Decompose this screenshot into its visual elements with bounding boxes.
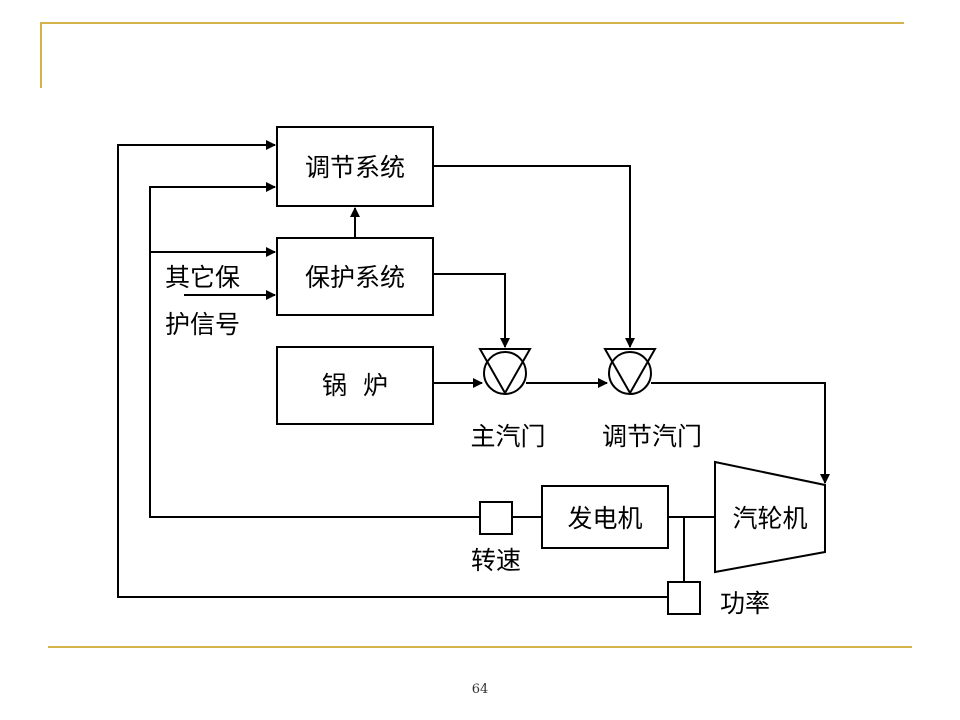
- generator-label: 发电机: [567, 504, 642, 533]
- control-steam-valve-label: 调节汽门: [602, 422, 702, 451]
- other-protection-signal-label-line1: 其它保: [165, 263, 240, 292]
- control-steam-valve-symbol: [603, 348, 657, 396]
- speed-sensor-box: [479, 501, 513, 535]
- speed-label: 转速: [471, 546, 521, 575]
- power-sensor-box: [667, 581, 701, 615]
- power-label: 功率: [720, 589, 770, 618]
- boiler-label: 锅 炉: [322, 371, 388, 400]
- main-steam-valve-label: 主汽门: [470, 422, 545, 451]
- page-number: 64: [471, 682, 489, 697]
- main-steam-valve-symbol: [478, 348, 532, 396]
- boiler-box: [276, 346, 434, 425]
- top-accent-line: [40, 22, 904, 24]
- bottom-accent-line: [48, 646, 912, 648]
- turbine-shape: [714, 460, 826, 574]
- left-accent-line: [40, 22, 42, 88]
- turbine-label: 汽轮机: [732, 504, 807, 533]
- protection-system-label: 保护系统: [305, 263, 405, 292]
- other-protection-signal-label-line2: 护信号: [165, 310, 240, 339]
- regulating-system-label: 调节系统: [305, 153, 405, 182]
